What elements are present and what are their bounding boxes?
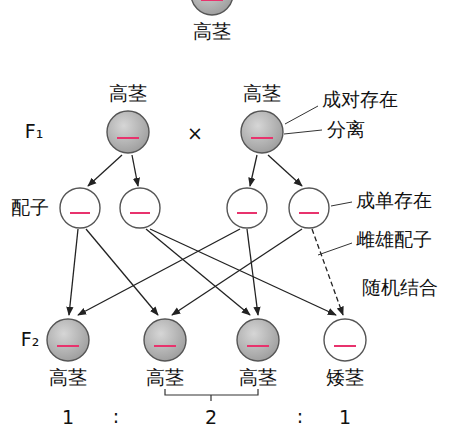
cell-circle [321,316,369,364]
annotation: 成单存在 [356,190,432,212]
annotation: 成对存在 [322,89,398,111]
ratio-number: 1 [339,407,351,429]
phenotype-label: 高茎 [193,21,231,43]
cell-circle [188,0,236,18]
phenotype-label: 高茎 [243,83,281,105]
gene-marks [70,212,319,214]
bracket [165,389,258,401]
annotation: 雌雄配子 [356,229,432,251]
gamete-circles [60,188,329,228]
genotype-circle: 高茎 [188,0,236,43]
cross-symbol: × [187,123,203,145]
row-label: 配子 [11,197,49,219]
annotation: 分离 [327,119,365,141]
phenotype-label: 高茎 [239,367,277,389]
cell-circle [234,316,282,364]
genotype-circle: 高茎 [234,316,282,389]
annotation: 随机结合 [362,277,438,299]
ratio-number: 1 [62,407,74,429]
genotype-circle: 高茎 [104,83,152,156]
phenotype-label: 高茎 [146,367,184,389]
genotype-circle: 高茎 [44,316,92,389]
cell-circle [238,108,286,156]
phenotype-label: 高茎 [109,83,147,105]
phenotype-label: 高茎 [49,367,87,389]
arrows [69,155,343,315]
ratio-separator: : [297,406,303,428]
generation-label: F₂ [21,329,40,351]
genotype-circle: 高茎 [238,83,286,156]
cell-circle [44,316,92,364]
genotype-circle: 高茎 [141,316,189,389]
generation-label: F₁ [25,121,44,143]
genotype-circle: 矮茎 [321,316,369,389]
cell-circle [141,316,189,364]
phenotype-label: 矮茎 [326,367,364,389]
ratio-separator: : [113,406,119,428]
cell-circle [104,108,152,156]
ratio-number: 2 [205,407,217,429]
